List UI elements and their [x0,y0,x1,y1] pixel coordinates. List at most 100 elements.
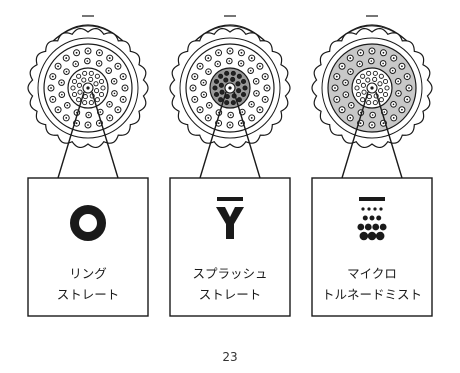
outer-nozzle-center [51,98,54,101]
head-rim-inner-ring [321,37,423,139]
outer-nozzle-center [75,122,78,125]
inner-nozzle [360,97,366,103]
outer-nozzle-center [65,57,68,59]
micro-dot [369,215,375,221]
inner-nozzle [372,76,378,82]
callout-line-right [233,91,261,179]
head-back-inner-outline [191,25,269,45]
inner-nozzle [98,78,105,85]
outer-nozzle-center [349,117,352,119]
outer-nozzle-center [359,122,362,125]
inner-nozzle [224,100,230,106]
inner-nozzle [366,94,372,100]
micro-dot [357,223,365,231]
middle-nozzle-center [207,70,210,73]
outer-nozzle-center [117,108,119,111]
outer-nozzle-center [392,57,395,59]
outer-nozzle-center [401,65,403,68]
middle-nozzle-center [382,62,384,65]
inner-nozzle [76,82,82,88]
inner-nozzle [81,77,87,83]
outer-nozzle-center [122,98,125,101]
inner-nozzle [94,97,100,103]
inner-nozzle [213,78,220,85]
inner-nozzle [218,97,224,103]
head-back-inner-outline [49,25,127,45]
inner-nozzle [71,91,78,98]
outer-nozzle-center [199,108,201,111]
middle-nozzle-center [249,69,252,72]
inner-nozzle [223,77,229,83]
inner-nozzle [384,85,390,91]
micro-dot [379,223,387,231]
inner-nozzle [94,73,100,79]
inner-nozzle [235,81,241,87]
outer-nozzle-center [65,117,68,119]
head-center-pin [370,86,374,90]
outer-nozzle-center [335,98,338,101]
outer-nozzle-center [98,122,101,125]
inner-nozzle [236,73,242,79]
micro-dot [376,215,382,221]
outer-nozzle-center [207,117,210,119]
inner-nozzle [218,82,224,88]
inner-nozzle [93,81,99,87]
outer-nozzle-center [392,117,395,119]
outer-nozzle-center [349,57,352,59]
outer-nozzle-center [217,51,220,54]
mode-label-line2: トルネードミスト [322,287,422,302]
middle-nozzle-center [250,103,253,106]
outer-nozzle-center [240,122,243,125]
inner-nozzle [361,89,367,95]
inner-nozzle [355,78,362,85]
middle-nozzle-center [383,111,386,113]
inner-nozzle [98,91,105,98]
inner-nozzle [372,100,378,106]
middle-nozzle-center [113,80,115,83]
micro-bar [359,197,385,201]
outer-nozzle-center [108,117,111,119]
middle-nozzle-center [86,60,89,62]
inner-nozzle [76,97,82,103]
outer-nozzle-center [57,65,59,68]
inner-nozzle [382,91,389,98]
outer-nozzle-center [124,87,126,89]
outer-nozzle-center [359,51,362,54]
inner-nozzle [378,73,384,79]
inner-nozzle [236,97,242,103]
outer-nozzle-center [193,75,196,78]
outer-nozzle-center [341,65,343,68]
middle-nozzle-center [98,62,100,65]
inner-nozzle [242,85,248,91]
middle-nozzle-center [99,111,102,113]
outer-nozzle-center [192,87,194,89]
mode-label-line1: マイクロ [347,266,397,281]
outer-nozzle-center [240,51,243,54]
inner-nozzle [88,100,94,106]
micro-dots-icon [357,197,387,241]
outer-nozzle-center [51,75,54,78]
micro-dot [359,231,369,241]
mode-box [27,177,149,317]
inner-nozzle [366,70,372,76]
outer-nozzle-center [259,65,261,68]
outer-nozzle-center [57,108,59,111]
page-number: 23 [222,350,238,364]
inner-nozzle [230,70,236,76]
middle-nozzle-center [397,80,399,83]
outer-nozzle-center [229,50,231,52]
outer-nozzle-center [98,51,101,54]
micro-dot [379,207,383,211]
outer-nozzle-center [87,50,89,52]
outer-nozzle-center [50,87,52,89]
middle-nozzle-center [208,104,211,107]
outer-nozzle-center [108,57,111,59]
middle-nozzle-center [216,63,219,65]
inner-nozzle [70,85,76,91]
callout-line-left [341,91,369,179]
middle-nozzle-center [228,60,231,62]
y-spray-bar [217,197,243,201]
